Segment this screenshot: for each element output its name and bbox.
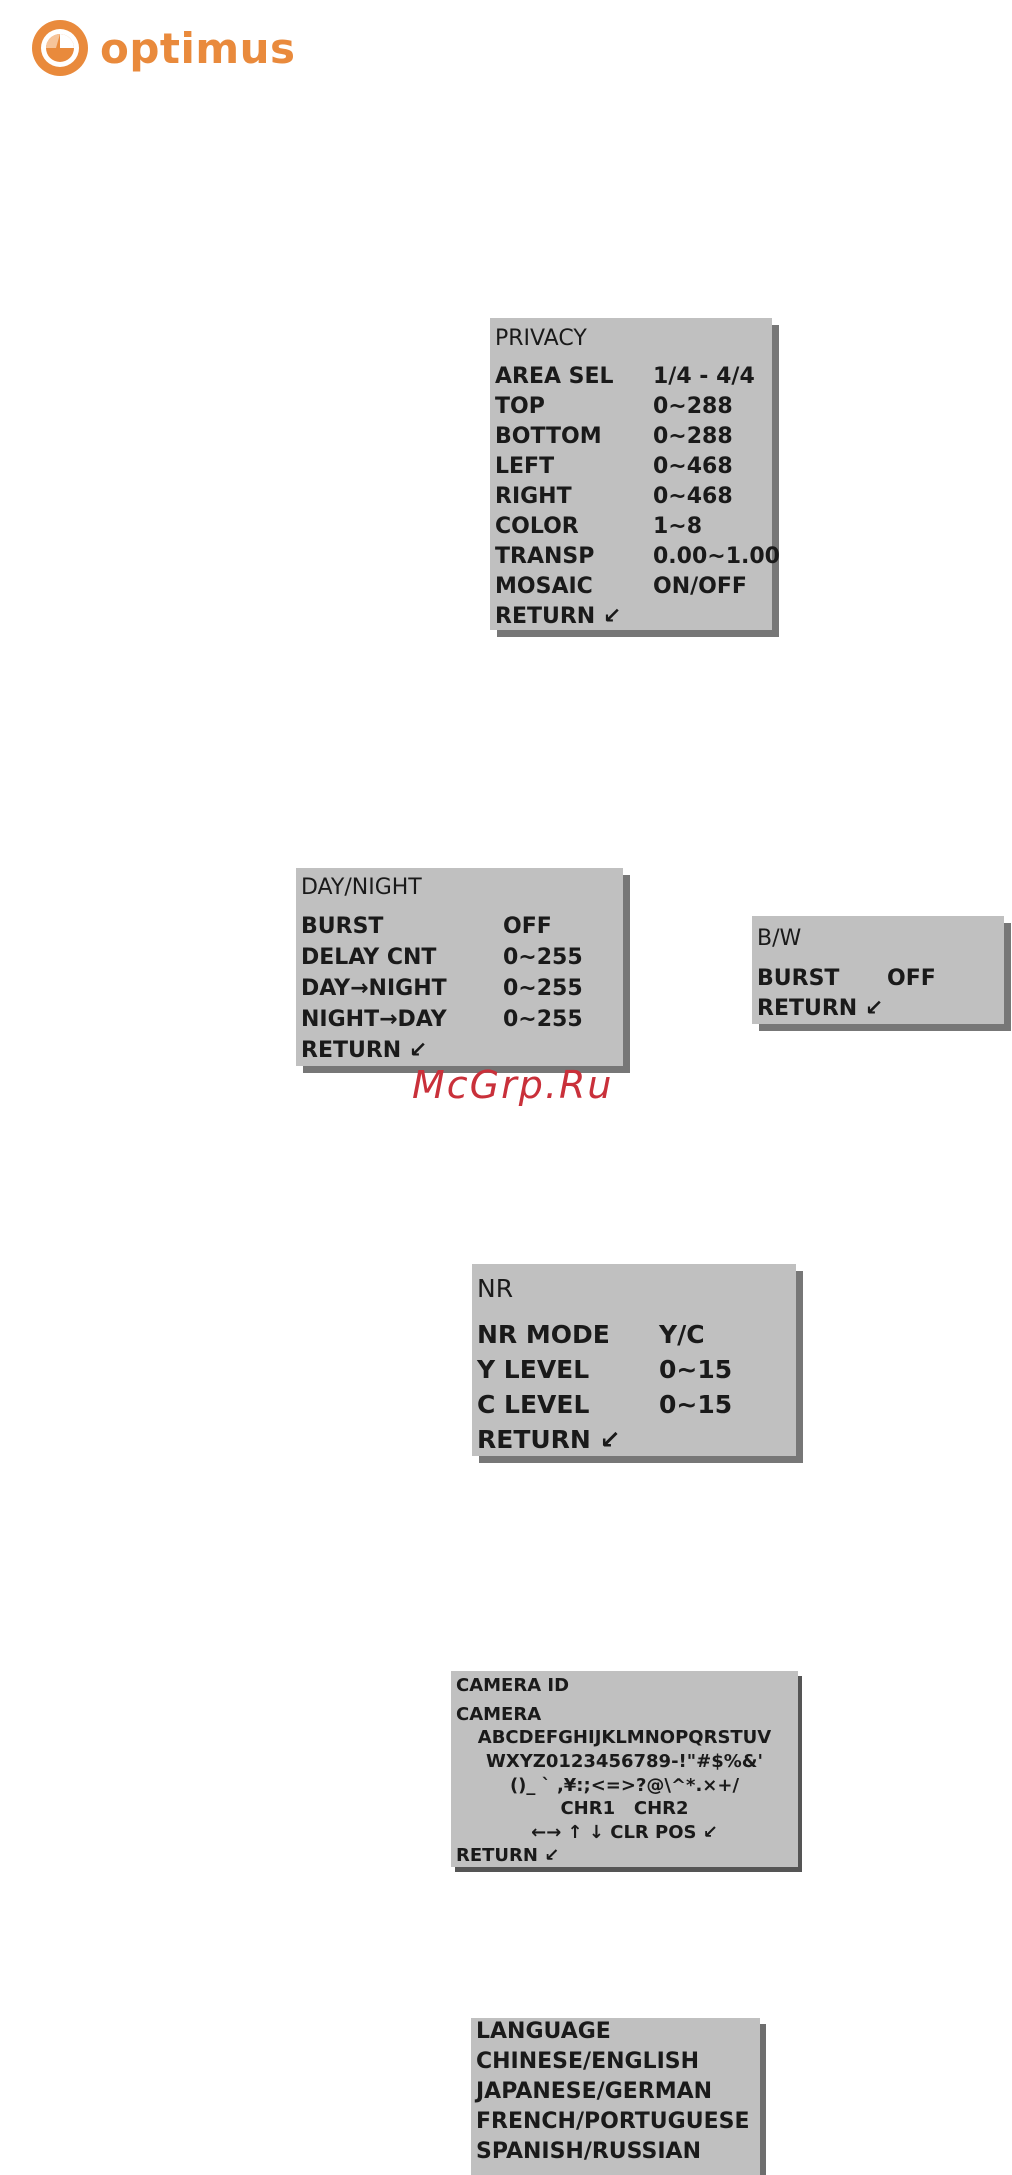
daynight-title: DAY/NIGHT <box>301 875 422 900</box>
camera-id-chars-row-1[interactable]: ABCDEFGHIJKLMNOPQRSTUV <box>477 1727 772 1748</box>
bw-title: B/W <box>757 926 802 951</box>
camera-id-chars-row-3[interactable]: ()_ ` ,¥:;<=>?@\^*.×+/ <box>509 1775 740 1796</box>
nr-title: NR <box>477 1274 514 1303</box>
daynight-menu: DAY/NIGHT BURST OFF DELAY CNT 0~255 DAY→… <box>296 868 623 1066</box>
brand-logo: optimus <box>30 18 296 78</box>
camera-id-chr-select[interactable]: CHR1 CHR2 <box>560 1798 689 1819</box>
camera-id-title: CAMERA ID <box>456 1675 570 1696</box>
brand-name: optimus <box>100 23 296 73</box>
camera-id-chars-row-2[interactable]: WXYZ0123456789-!"#$%&' <box>486 1751 763 1772</box>
language-title: LANGUAGE <box>476 2019 611 2044</box>
optimus-logo-icon <box>32 20 88 76</box>
bw-menu: B/W BURST OFF RETURN ↙ <box>752 916 1004 1024</box>
privacy-title: PRIVACY <box>495 326 587 351</box>
language-menu: LANGUAGE CHINESE/ENGLISH JAPANESE/GERMAN… <box>471 2018 760 2175</box>
camera-id-menu: CAMERA ID CAMERA ABCDEFGHIJKLMNOPQRSTUV … <box>451 1671 798 1867</box>
watermark: McGrp.Ru <box>412 1063 614 1107</box>
privacy-menu: PRIVACY AREA SEL 1/4 - 4/4 TOP 0~288 BOT… <box>490 318 780 630</box>
camera-id-controls[interactable]: ←→ ↑ ↓ CLR POS ↙ <box>531 1822 718 1843</box>
nr-menu: NR NR MODE Y/C Y LEVEL 0~15 C LEVEL 0~15… <box>472 1264 796 1456</box>
